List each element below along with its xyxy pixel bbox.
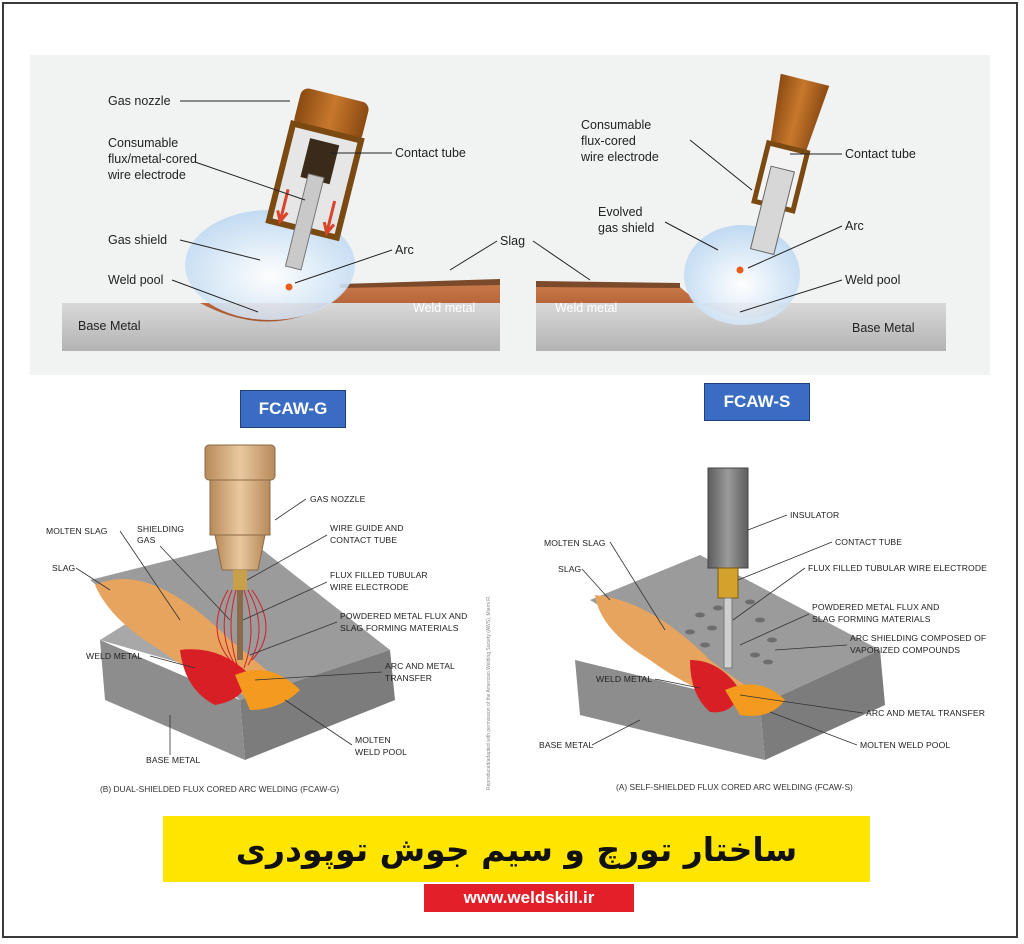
bl-arc-2: TRANSFER xyxy=(385,673,432,683)
br-base-metal: BASE METAL xyxy=(539,740,593,750)
br-flux: FLUX FILLED TUBULAR WIRE ELECTRODE xyxy=(808,563,987,573)
label-r-weld-pool: Weld pool xyxy=(845,273,900,287)
website-url[interactable]: www.weldskill.ir xyxy=(463,888,595,907)
br-arc-shield-1: ARC SHIELDING COMPOSED OF xyxy=(850,633,986,643)
br-slag: SLAG xyxy=(558,564,582,574)
label-consumable-2: flux/metal-cored xyxy=(108,152,197,166)
label-gas-nozzle: Gas nozzle xyxy=(108,94,171,108)
bl-base-metal: BASE METAL xyxy=(146,755,200,765)
label-base-metal-left: Base Metal xyxy=(78,319,141,333)
label-consumable-3: wire electrode xyxy=(107,168,186,182)
bl-weld-metal: WELD METAL xyxy=(86,651,142,661)
label-r-contact-tube: Contact tube xyxy=(845,147,916,161)
badge-fcaw-g: FCAW-G xyxy=(240,390,346,428)
br-arc-shield-2: VAPORIZED COMPOUNDS xyxy=(850,645,960,655)
left-bottom-nozzle xyxy=(204,444,276,669)
br-arc-transfer: ARC AND METAL TRANSFER xyxy=(866,708,985,718)
label-r-weld-metal: Weld metal xyxy=(555,301,617,315)
bl-shielding-1: SHIELDING xyxy=(137,524,184,534)
top-left-labels: Gas nozzle Consumable flux/metal-cored w… xyxy=(78,94,591,333)
left-torch xyxy=(265,88,369,271)
badge-fcaw-s: FCAW-S xyxy=(704,383,810,421)
top-right-labels: Consumable flux-cored wire electrode Con… xyxy=(555,118,916,335)
br-caption: (A) SELF-SHIELDED FLUX CORED ARC WELDING… xyxy=(616,782,853,792)
bl-molten-slag: MOLTEN SLAG xyxy=(46,526,108,536)
label-r-evolved-1: Evolved xyxy=(598,205,643,219)
label-r-consumable-2: flux-cored xyxy=(581,134,636,148)
bottom-right-labels: INSULATOR MOLTEN SLAG CONTACT TUBE SLAG … xyxy=(539,510,987,792)
label-r-arc: Arc xyxy=(845,219,864,233)
bl-wire-guide-1: WIRE GUIDE AND xyxy=(330,523,404,533)
bottom-left-labels: GAS NOZZLE MOLTEN SLAG SHIELDING GAS WIR… xyxy=(46,494,492,794)
bl-slag: SLAG xyxy=(52,563,76,573)
label-weld-pool: Weld pool xyxy=(108,273,163,287)
label-r-base-metal: Base Metal xyxy=(852,321,915,335)
bl-powdered-2: SLAG FORMING MATERIALS xyxy=(340,623,459,633)
left-gas-shield xyxy=(185,210,355,320)
right-bottom-torch xyxy=(707,467,749,669)
br-molten-slag: MOLTEN SLAG xyxy=(544,538,606,548)
website-url-banner[interactable]: www.weldskill.ir xyxy=(424,884,634,912)
label-arc: Arc xyxy=(395,243,414,257)
bl-arc-1: ARC AND METAL xyxy=(385,661,455,671)
label-r-evolved-2: gas shield xyxy=(598,221,654,235)
persian-title-banner: ساختار تورچ و سیم جوش توپودری xyxy=(163,816,870,882)
bl-caption: (B) DUAL-SHIELDED FLUX CORED ARC WELDING… xyxy=(100,784,339,794)
br-contact-tube: CONTACT TUBE xyxy=(835,537,902,547)
label-r-consumable-1: Consumable xyxy=(581,118,651,132)
persian-title: ساختار تورچ و سیم جوش توپودری xyxy=(235,829,798,869)
br-molten: MOLTEN WELD POOL xyxy=(860,740,950,750)
bl-molten-1: MOLTEN xyxy=(355,735,391,745)
bl-wire-guide-2: CONTACT TUBE xyxy=(330,535,397,545)
bl-powdered-1: POWDERED METAL FLUX AND xyxy=(340,611,467,621)
label-consumable-1: Consumable xyxy=(108,136,178,150)
br-weld-metal: WELD METAL xyxy=(596,674,652,684)
bl-shielding-2: GAS xyxy=(137,535,156,545)
label-contact-tube: Contact tube xyxy=(395,146,466,160)
br-insulator: INSULATOR xyxy=(790,510,839,520)
label-weld-metal-left: Weld metal xyxy=(413,301,475,315)
bl-molten-2: WELD POOL xyxy=(355,747,407,757)
label-r-consumable-3: wire electrode xyxy=(580,150,659,164)
right-torch xyxy=(749,73,830,256)
bl-flux-1: FLUX FILLED TUBULAR xyxy=(330,570,428,580)
label-gas-shield: Gas shield xyxy=(108,233,167,247)
bl-credit: Reproduced/adapted with permission of th… xyxy=(486,595,492,790)
bl-gas-nozzle: GAS NOZZLE xyxy=(310,494,366,504)
bl-flux-2: WIRE ELECTRODE xyxy=(330,582,409,592)
br-powdered-2: SLAG FORMING MATERIALS xyxy=(812,614,931,624)
br-powdered-1: POWDERED METAL FLUX AND xyxy=(812,602,939,612)
right-workpiece xyxy=(575,555,885,760)
label-slag: Slag xyxy=(500,234,525,248)
